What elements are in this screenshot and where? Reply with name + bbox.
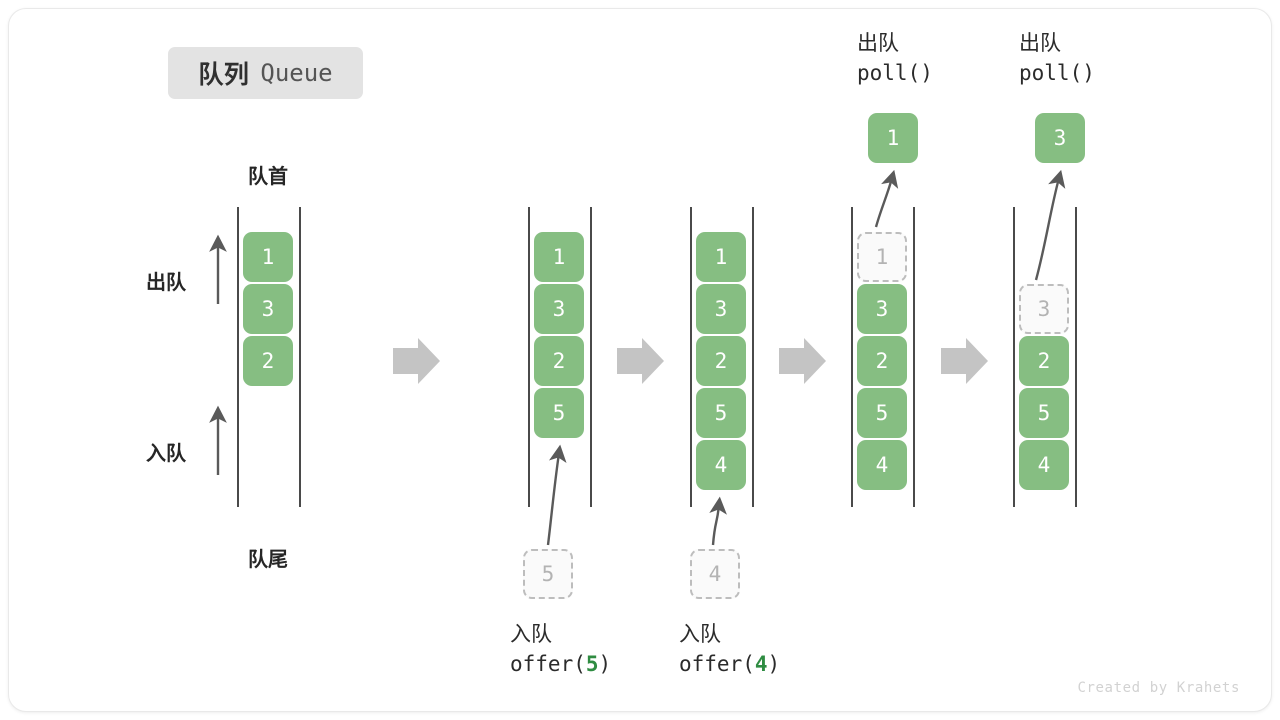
queue-cell: 2 (243, 336, 293, 386)
queue-rail-right-stage-3 (752, 207, 754, 507)
queue-cell: 1 (534, 232, 584, 282)
queue-head-label: 队首 (248, 166, 288, 188)
queue-rail-left-stage-2 (528, 207, 530, 507)
queue-cell-new: 5 (534, 388, 584, 438)
queue-cell: 4 (857, 440, 907, 490)
queue-rail-left-stage-3 (690, 207, 692, 507)
queue-rail-right-stage-1 (299, 207, 301, 507)
operation-code-tail: ) (767, 651, 781, 676)
operation-code-arg: 4 (754, 651, 768, 676)
incoming-ghost-cell: 5 (523, 549, 573, 599)
watermark-credit: Created by Krahets (1077, 680, 1240, 696)
queue-cell: 3 (696, 284, 746, 334)
queue-tail-label: 队尾 (248, 549, 288, 571)
operation-caption-offer-4: 入队 offer(4) (679, 620, 780, 680)
operation-caption-offer-5: 入队 offer(5) (510, 620, 611, 680)
operation-caption-poll-3: 出队 poll() (1019, 29, 1095, 89)
queue-cell: 5 (696, 388, 746, 438)
queue-cell: 3 (857, 284, 907, 334)
queue-rail-left-stage-4 (851, 207, 853, 507)
queue-rail-right-stage-5 (1075, 207, 1077, 507)
dequeue-direction-label: 出队 (146, 272, 186, 294)
queue-cell: 2 (857, 336, 907, 386)
incoming-ghost-cell: 4 (690, 549, 740, 599)
queue-cell: 4 (1019, 440, 1069, 490)
queue-rail-right-stage-2 (590, 207, 592, 507)
queue-cell: 1 (243, 232, 293, 282)
operation-code-tail: ) (598, 651, 612, 676)
enqueue-direction-label: 入队 (146, 443, 186, 465)
figure-title-badge: 队列 Queue (168, 47, 363, 99)
operation-code-head: offer( (510, 651, 586, 676)
queue-cell: 2 (696, 336, 746, 386)
queue-cell: 2 (1019, 336, 1069, 386)
figure-card (8, 8, 1272, 712)
outgoing-ghost-cell: 3 (1019, 284, 1069, 334)
outgoing-ghost-cell: 1 (857, 232, 907, 282)
operation-name: 出队 (1019, 32, 1061, 55)
operation-code-head: offer( (679, 651, 755, 676)
operation-code-arg: 5 (585, 651, 599, 676)
queue-cell: 5 (857, 388, 907, 438)
operation-code: offer(5) (510, 650, 611, 680)
queue-cell: 3 (243, 284, 293, 334)
operation-name: 入队 (679, 623, 721, 646)
operation-code: poll() (1019, 60, 1095, 85)
operation-name: 入队 (510, 623, 552, 646)
queue-rail-left-stage-1 (237, 207, 239, 507)
figure-title-cn: 队列 (198, 61, 250, 89)
operation-name: 出队 (857, 32, 899, 55)
operation-code: poll() (857, 60, 933, 85)
queue-cell: 2 (534, 336, 584, 386)
queue-cell: 5 (1019, 388, 1069, 438)
queue-rail-left-stage-5 (1013, 207, 1015, 507)
queue-cell: 1 (696, 232, 746, 282)
operation-caption-poll-1: 出队 poll() (857, 29, 933, 89)
queue-cell-new: 4 (696, 440, 746, 490)
popped-cell: 3 (1035, 113, 1085, 163)
operation-code: offer(4) (679, 650, 780, 680)
popped-cell: 1 (868, 113, 918, 163)
figure-title-en: Queue (260, 59, 333, 87)
queue-cell: 3 (534, 284, 584, 334)
queue-rail-right-stage-4 (913, 207, 915, 507)
